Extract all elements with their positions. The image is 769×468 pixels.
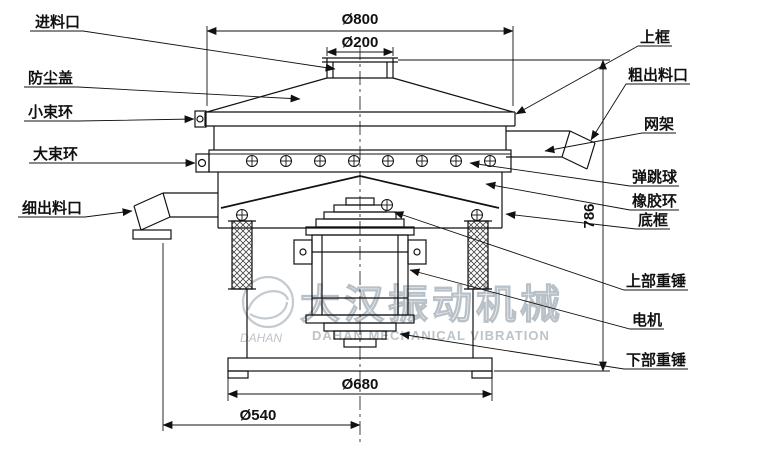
ball-bolt-icon bbox=[415, 154, 429, 168]
small-clamp-ring bbox=[194, 110, 207, 128]
ball-bolt-icon bbox=[245, 154, 259, 168]
label-dust-cover: 防尘盖 bbox=[28, 69, 73, 87]
leader-bouncing-ball bbox=[469, 160, 679, 187]
dim-top-outer bbox=[206, 26, 514, 106]
label-bottom-frame: 底框 bbox=[638, 211, 668, 229]
leader-upper-weight bbox=[393, 211, 688, 291]
leader-coarse-outlet bbox=[590, 83, 690, 141]
watermark-text-cn: 大汉振动机械 bbox=[300, 283, 564, 327]
leader-lower-weight bbox=[399, 331, 688, 370]
discharge-cone bbox=[220, 175, 500, 209]
watermark-text-en: DAHAN MECHANICAL VIBRATION bbox=[312, 328, 550, 343]
leader-dust-cover bbox=[24, 86, 301, 103]
label-lower-weight: 下部重锤 bbox=[626, 351, 686, 369]
dim-label-base-outer: Ø680 bbox=[342, 376, 379, 393]
leader-upper-frame bbox=[515, 45, 672, 115]
ball-bolt-icon bbox=[347, 154, 361, 168]
dim-label-inlet: Ø200 bbox=[342, 34, 379, 51]
watermark-logo-text: DAHAN bbox=[240, 331, 282, 345]
leader-bottom-frame bbox=[505, 211, 670, 230]
bouncing-balls bbox=[245, 154, 497, 168]
ball-bolt-icon bbox=[381, 154, 395, 168]
dim-base-outer bbox=[227, 374, 493, 401]
bottom-frame bbox=[217, 172, 503, 229]
labels: 进料口 防尘盖 小束环 大束环 细出料口 上框 粗出料口 网架 弹跳球 橡胶环 … bbox=[22, 13, 688, 369]
spring-mount-bolt-icon bbox=[235, 208, 249, 222]
ball-bolt-icon bbox=[279, 154, 293, 168]
ball-bolt-icon bbox=[449, 154, 463, 168]
spring-left bbox=[228, 220, 256, 290]
label-feed-inlet: 进料口 bbox=[35, 13, 80, 31]
lower-weight bbox=[323, 322, 397, 348]
label-motor: 电机 bbox=[632, 311, 662, 329]
dim-base-inner bbox=[162, 243, 361, 431]
label-upper-frame: 上框 bbox=[640, 28, 670, 46]
coarse-outlet-chute bbox=[506, 130, 596, 170]
dimensions bbox=[162, 26, 610, 431]
spring-mount-bolt-icon bbox=[470, 208, 484, 222]
label-bouncing-ball: 弹跳球 bbox=[632, 168, 678, 186]
watermark: DAHAN 大汉振动机械 DAHAN MECHANICAL VIBRATION bbox=[240, 275, 564, 345]
watermark-logo-icon bbox=[241, 275, 295, 329]
leader-feed-inlet bbox=[30, 30, 336, 72]
dim-inlet bbox=[326, 47, 394, 56]
upper-weight-bolt-icon bbox=[380, 198, 394, 212]
label-small-clamp-ring: 小束环 bbox=[28, 104, 73, 121]
upper-rim-band bbox=[204, 111, 516, 127]
ball-bolt-icon bbox=[483, 154, 497, 168]
spring-right bbox=[464, 220, 492, 290]
leader-rubber-ring bbox=[485, 181, 679, 211]
label-upper-weight: 上部重锤 bbox=[626, 272, 686, 290]
leader-screen-frame bbox=[544, 132, 676, 154]
label-screen-frame: 网架 bbox=[644, 116, 674, 133]
leader-motor bbox=[409, 268, 664, 330]
fine-outlet-chute bbox=[132, 192, 218, 240]
motor-assembly bbox=[293, 197, 427, 348]
dim-height bbox=[398, 59, 610, 372]
upper-frame-wall bbox=[213, 126, 507, 150]
label-coarse-outlet: 粗出料口 bbox=[628, 66, 688, 84]
leader-fine-outlet bbox=[18, 208, 133, 218]
leader-lines bbox=[18, 30, 690, 370]
label-large-clamp-ring: 大束环 bbox=[33, 145, 78, 163]
label-fine-outlet: 细出料口 bbox=[22, 199, 82, 217]
label-rubber-ring: 橡胶环 bbox=[632, 192, 677, 210]
dim-label-height: 786 bbox=[581, 203, 598, 228]
dust-cover bbox=[206, 77, 514, 113]
ball-bolt-icon bbox=[313, 154, 327, 168]
dim-label-top-outer: Ø800 bbox=[342, 11, 379, 28]
machine bbox=[132, 46, 596, 444]
base bbox=[227, 289, 493, 379]
leader-small-clamp-ring bbox=[24, 115, 195, 124]
large-clamp-ring bbox=[195, 153, 210, 173]
dim-label-base-inner: Ø540 bbox=[240, 407, 277, 424]
